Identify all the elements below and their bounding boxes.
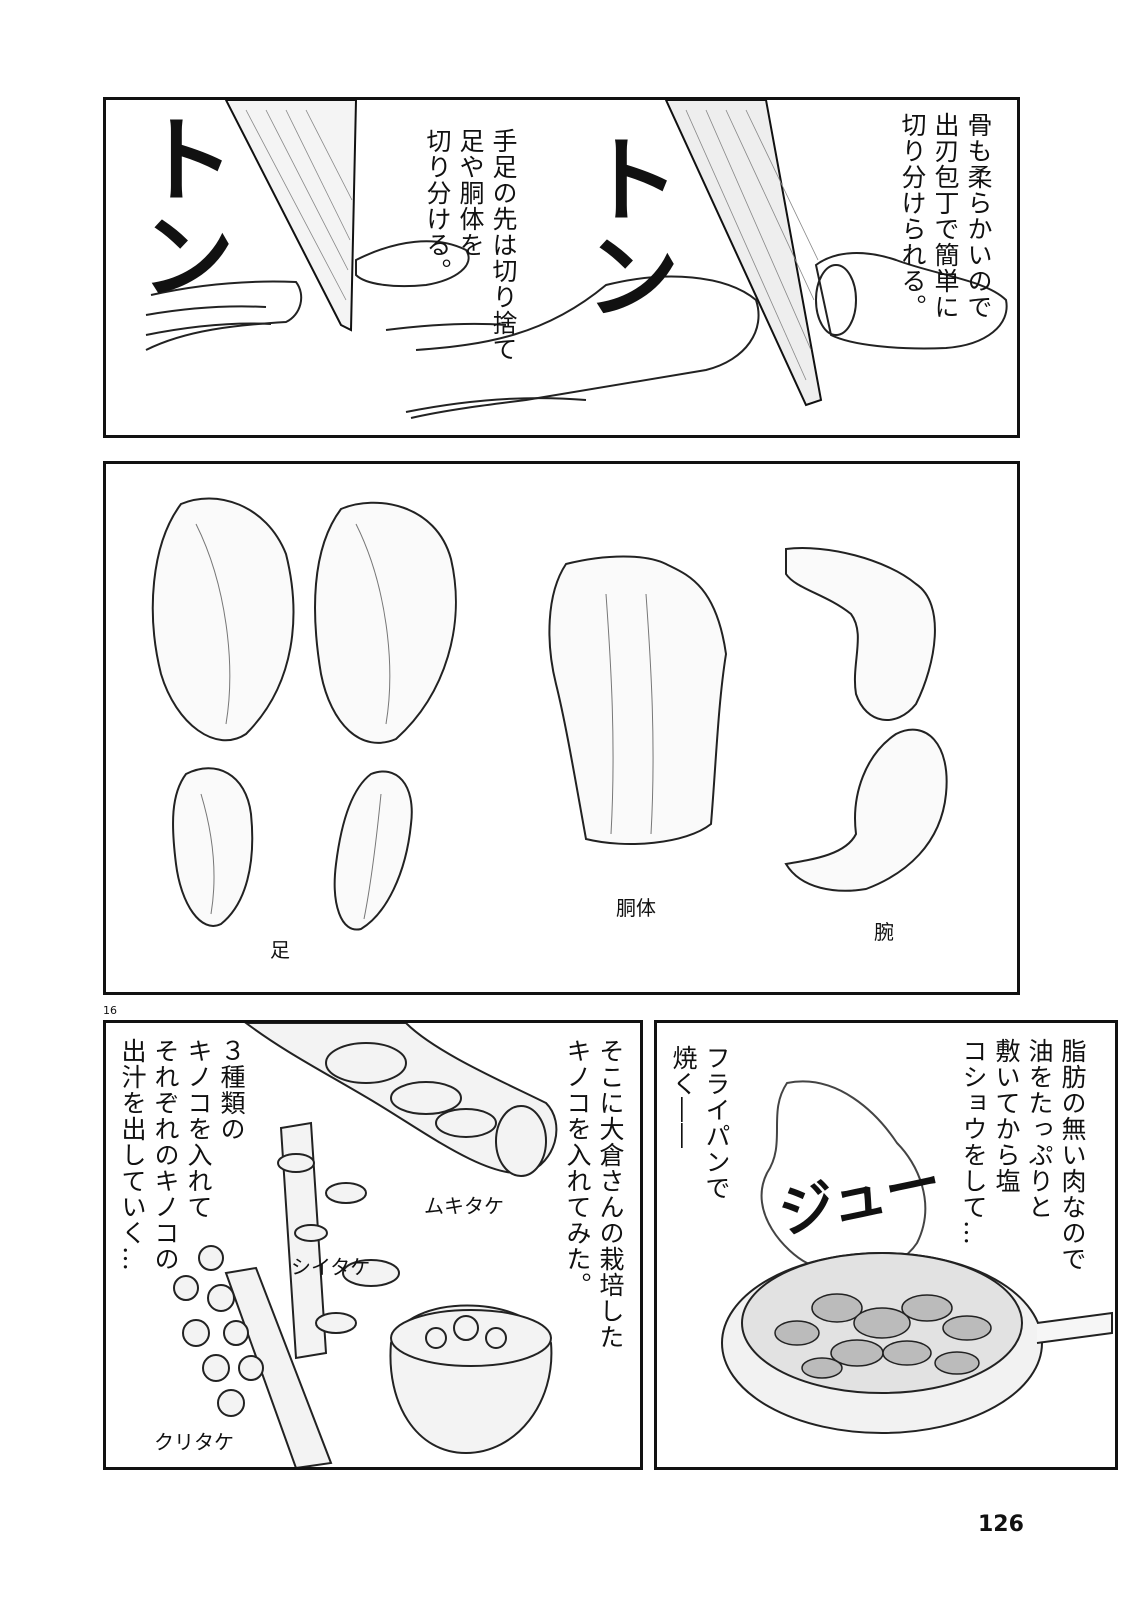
side-page-number: 16	[103, 1004, 117, 1017]
panel-frying: 脂肪の無い肉なので 油をたっぷりと 敷いてから塩 コショウをして… フライパンで…	[654, 1020, 1118, 1470]
cut-parts-illustration	[151, 497, 948, 931]
mushrooms-illustration	[173, 1023, 558, 1467]
panel-chopping: トン トン 骨も柔らかいので 出刃包丁で簡単に 切り分けられる。 手足の先は切り…	[103, 97, 1020, 438]
label-kuritake: クリタケ	[154, 1430, 234, 1454]
sfx-ton-1: トン	[123, 110, 235, 302]
caption-three-mushrooms: ３種類の キノコを入れて それぞれのキノコの 出汁を出していく…	[118, 1038, 246, 1272]
label-torso: 胴体	[616, 896, 656, 920]
label-mukitake: ムキタケ	[424, 1194, 504, 1218]
page-number: 126	[978, 1512, 1024, 1537]
caption-cut-limbs: 手足の先は切り捨て 足や胴体を 切り分ける。	[423, 128, 518, 362]
chopping-illustration	[145, 100, 1008, 419]
sfx-ton-2: トン	[568, 130, 680, 322]
label-arms: 腕	[874, 920, 894, 944]
panel-cut-parts: 足 胴体 腕	[103, 461, 1020, 995]
panel-mushrooms: そこに大倉さんの栽培した キノコを入れてみた。 ３種類の キノコを入れて それぞ…	[103, 1020, 643, 1470]
caption-no-fat-meat: 脂肪の無い肉なので 油をたっぷりと 敷いてから塩 コショウをして…	[959, 1038, 1087, 1272]
caption-ookura-mushrooms: そこに大倉さんの栽培した キノコを入れてみた。	[563, 1038, 625, 1350]
label-legs: 足	[270, 938, 290, 962]
label-shiitake: シイタケ	[291, 1255, 371, 1279]
caption-bones-soft: 骨も柔らかいので 出刃包丁で簡単に 切り分けられる。	[898, 112, 993, 320]
caption-fry-in-pan: フライパンで 焼く――	[669, 1045, 731, 1201]
frying-illustration	[721, 1080, 1113, 1434]
